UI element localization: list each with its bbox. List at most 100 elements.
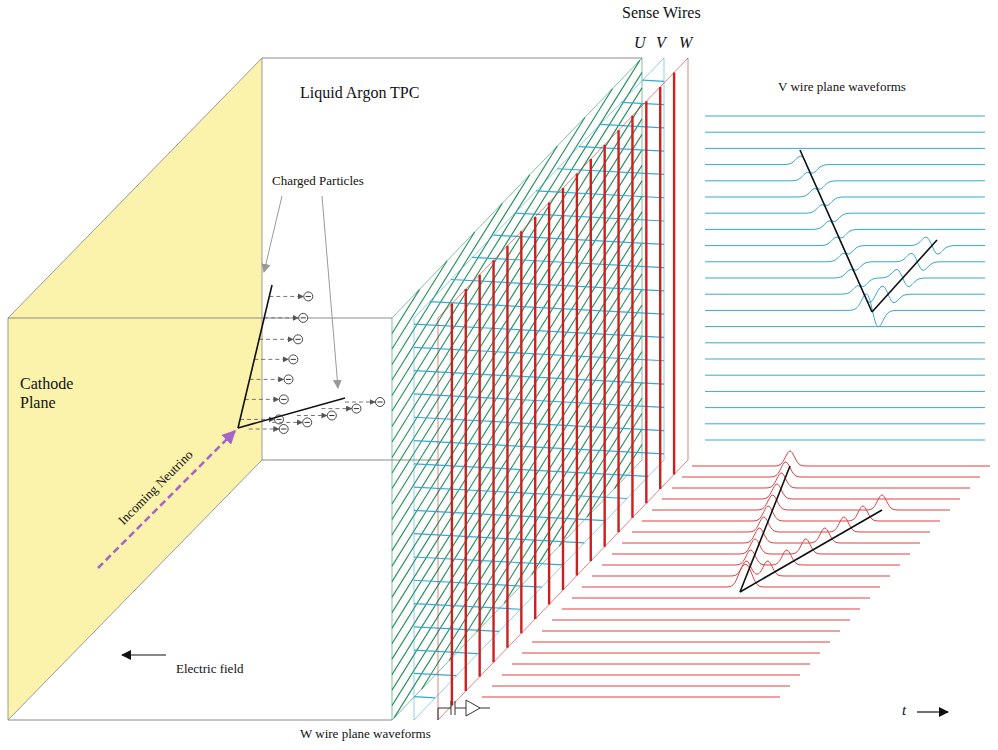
electron-symbol [284, 375, 293, 384]
particle-label: Charged Particles [272, 174, 364, 189]
label-slot: W [679, 34, 692, 52]
drift-electron [259, 335, 303, 344]
v-waveform [705, 221, 985, 238]
w-waveform [552, 620, 850, 621]
track-projection [740, 510, 882, 592]
v-waveform [705, 342, 985, 343]
electron-minus [276, 419, 281, 420]
amp-wire [455, 708, 466, 709]
label-slot: U [634, 34, 646, 52]
plane-frame [438, 58, 688, 720]
field-label: Electric field [176, 662, 244, 677]
drift-electron [269, 292, 313, 301]
v-wire [414, 604, 520, 610]
label-slot: Sense Wires [622, 4, 701, 22]
plane-letter: W [679, 34, 692, 52]
electron-minus [291, 359, 296, 360]
amplifier-triangle [466, 700, 480, 716]
amp-wire [480, 708, 490, 709]
v-waveform [705, 116, 985, 117]
label-slot: W wire plane waveforms [300, 727, 431, 742]
label-slot: Electric field [176, 662, 244, 677]
drift-path [321, 408, 351, 409]
v-waveform [705, 270, 985, 287]
tpc-box-outline [8, 58, 642, 720]
v-wire [472, 257, 664, 267]
electron-minus [281, 399, 286, 400]
electron-symbol [352, 404, 361, 413]
w-wire [506, 246, 508, 648]
electron-symbol [279, 395, 288, 404]
amplifier-symbol [438, 700, 490, 720]
drift-path [264, 317, 298, 318]
v-waveform [705, 132, 985, 133]
drift-path [259, 339, 293, 340]
w-wire [645, 101, 647, 503]
v-wire [494, 235, 664, 244]
v-wire [414, 697, 435, 698]
label-slot: t [902, 702, 906, 719]
u-wire [477, 367, 642, 632]
v-wire [414, 557, 563, 565]
electron-symbol [327, 411, 336, 420]
plane-frame [414, 58, 664, 720]
label-slot: V wire plane waveforms [778, 80, 906, 95]
v-waveform [705, 407, 985, 408]
electron-minus [286, 379, 291, 380]
v-wire [643, 80, 664, 81]
label-slot: Charged Particles [272, 174, 364, 189]
electron-symbol [279, 425, 288, 434]
w-waveform [512, 664, 810, 665]
w-wire [451, 304, 453, 706]
drift-path [269, 296, 303, 297]
v-wire [579, 147, 664, 152]
amp-wire [438, 708, 451, 720]
v-waveform [705, 253, 985, 270]
w-wire-plane [438, 58, 688, 720]
w-waveform [692, 451, 990, 466]
time-axis-label: t [902, 702, 906, 719]
electron-minus [281, 429, 286, 430]
electron-minus [329, 415, 334, 416]
v-wire [414, 673, 457, 675]
w-wire [562, 188, 564, 590]
w-wire [631, 116, 633, 518]
drift-path [272, 422, 302, 423]
w-waveform [612, 539, 910, 554]
box-edge [262, 58, 642, 59]
w-waveform [652, 495, 950, 510]
v-waveform [705, 326, 985, 327]
v-wire [558, 169, 664, 175]
w-wire [659, 87, 661, 489]
track-projection [740, 466, 790, 592]
v-waveform [705, 440, 985, 441]
v-waveform [705, 156, 985, 173]
drift-electron [264, 313, 308, 322]
electron-minus [305, 422, 310, 423]
v-wire [536, 191, 664, 198]
box-edge [8, 720, 392, 721]
electron-symbol [303, 418, 312, 427]
w-wire [673, 72, 675, 474]
v-waveform [705, 189, 985, 206]
w-wire [478, 275, 480, 677]
w-waveform [632, 517, 930, 532]
drift-electron [297, 411, 337, 420]
w-wire [617, 130, 619, 532]
v-waveform [705, 359, 985, 360]
time-arrow [917, 711, 948, 712]
w-waveform [572, 598, 870, 599]
detector-title: Liquid Argon TPC [300, 84, 419, 102]
label-slot: Liquid Argon TPC [300, 84, 419, 102]
v-wire [621, 102, 664, 104]
w-wire [465, 289, 467, 691]
track-projection [872, 240, 937, 312]
w-wire [576, 174, 578, 576]
drift-electron [345, 398, 385, 407]
plane-label: Cathode Plane [20, 58, 110, 412]
plane-letter: V [656, 34, 666, 52]
v-wire-plane [414, 58, 664, 720]
v-wire [414, 650, 478, 653]
electron-minus [354, 408, 359, 409]
